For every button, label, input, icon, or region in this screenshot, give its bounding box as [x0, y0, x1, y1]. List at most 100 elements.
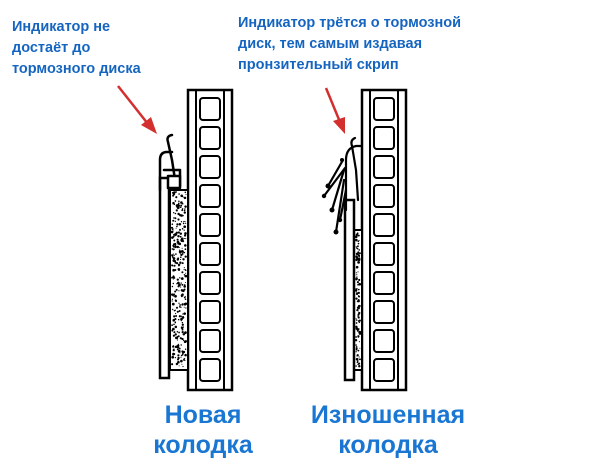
friction-speckle — [176, 348, 179, 351]
friction-speckle — [171, 298, 174, 300]
friction-speckle — [355, 297, 358, 300]
friction-speckle — [178, 222, 182, 226]
friction-speckle — [357, 281, 359, 283]
friction-speckle — [173, 254, 175, 257]
friction-speckle — [184, 296, 186, 298]
disc-vent-slot — [199, 184, 221, 208]
friction-speckle — [172, 230, 174, 232]
right-vibration-marks — [321, 158, 344, 235]
friction-speckle — [178, 240, 180, 242]
friction-speckle — [178, 200, 180, 202]
friction-speckle — [177, 235, 180, 238]
friction-speckle — [181, 283, 184, 286]
friction-speckle — [356, 330, 359, 332]
friction-speckle — [174, 212, 177, 215]
friction-speckle — [171, 264, 174, 267]
friction-speckle — [177, 343, 179, 345]
friction-speckle — [173, 309, 176, 312]
friction-speckle — [182, 326, 185, 328]
friction-speckle — [184, 298, 187, 301]
friction-speckle — [171, 330, 173, 332]
friction-speckle — [355, 288, 357, 290]
disc-vent-slot — [199, 271, 221, 295]
friction-speckle — [177, 349, 181, 353]
friction-speckle — [173, 323, 175, 326]
friction-speckle — [357, 310, 359, 312]
friction-speckle — [357, 313, 360, 316]
friction-speckle — [181, 227, 184, 230]
friction-speckle — [357, 240, 360, 243]
friction-speckle — [173, 264, 176, 267]
friction-speckle — [178, 204, 181, 207]
friction-speckle — [182, 251, 185, 253]
friction-speckle — [185, 238, 187, 240]
left-annotation-line: тормозного диска — [12, 61, 141, 77]
friction-speckle — [176, 223, 179, 226]
disc-vent-slot — [373, 97, 395, 121]
left-annotation-line: Индикатор не — [12, 19, 111, 35]
friction-speckle — [356, 276, 358, 278]
friction-speckle — [178, 302, 180, 304]
friction-speckle — [178, 246, 180, 248]
friction-speckle — [178, 331, 180, 334]
friction-speckle — [183, 229, 185, 231]
friction-speckle — [355, 357, 359, 361]
friction-speckle — [172, 259, 175, 262]
friction-speckle — [179, 337, 182, 340]
friction-speckle — [182, 222, 185, 225]
friction-speckle — [181, 271, 184, 274]
friction-speckle — [181, 208, 184, 210]
left-backing-plate — [158, 176, 171, 380]
friction-speckle — [355, 291, 358, 293]
friction-speckle — [172, 248, 175, 251]
friction-speckle — [183, 302, 187, 306]
friction-speckle — [358, 304, 361, 307]
friction-speckle — [181, 209, 184, 212]
friction-speckle — [174, 325, 178, 329]
right-annotation-line: пронзительный скрип — [238, 57, 399, 73]
friction-speckle — [179, 249, 181, 251]
friction-speckle — [356, 354, 359, 357]
friction-speckle — [358, 332, 362, 335]
friction-speckle — [174, 300, 177, 302]
friction-speckle — [183, 274, 186, 276]
friction-speckle — [182, 328, 184, 330]
disc-vent-slot — [199, 358, 221, 382]
friction-speckle — [177, 281, 180, 285]
friction-speckle — [176, 245, 180, 249]
friction-speckle — [178, 228, 182, 231]
friction-speckle — [183, 340, 187, 344]
friction-speckle — [183, 237, 186, 240]
friction-speckle — [357, 288, 360, 291]
friction-speckle — [183, 234, 187, 237]
friction-speckle — [184, 353, 187, 357]
friction-speckle — [172, 245, 175, 248]
friction-speckle — [184, 222, 187, 224]
friction-speckle — [357, 283, 359, 286]
friction-speckle — [356, 248, 359, 250]
worn-pad-caption-line: колодка — [338, 431, 438, 459]
friction-speckle — [176, 337, 179, 340]
friction-speckle — [183, 209, 186, 212]
friction-speckle — [178, 290, 180, 292]
friction-speckle — [171, 223, 174, 225]
friction-speckle — [172, 243, 176, 246]
disc-vent-slot — [199, 300, 221, 324]
friction-speckle — [184, 359, 186, 362]
disc-vent-slot — [373, 358, 395, 382]
friction-speckle — [178, 315, 182, 318]
friction-speckle — [184, 220, 186, 223]
friction-speckle — [180, 194, 183, 198]
friction-speckle — [355, 351, 357, 353]
friction-speckle — [173, 212, 175, 214]
friction-speckle — [357, 349, 360, 352]
friction-speckle — [173, 217, 175, 219]
friction-speckle — [172, 194, 175, 196]
friction-speckle — [176, 206, 178, 208]
friction-speckle — [179, 352, 181, 354]
friction-speckle — [174, 333, 177, 336]
friction-speckle — [183, 251, 186, 254]
friction-speckle — [180, 238, 183, 242]
friction-speckle — [181, 289, 185, 293]
friction-speckle — [357, 295, 360, 297]
